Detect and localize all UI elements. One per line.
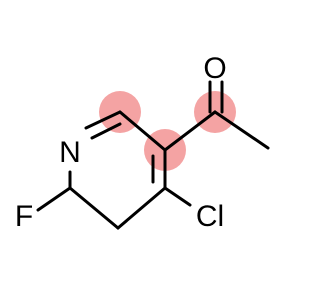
bond-c5-c4 — [116, 186, 167, 230]
atom-labels: O N F Cl — [15, 52, 227, 233]
bond-c6-c5 — [68, 186, 120, 230]
nitrogen-label: N — [59, 136, 81, 169]
bond-c4-cl — [163, 186, 192, 207]
atom-highlights — [99, 91, 236, 171]
bond-n-c2 — [84, 110, 122, 130]
bond-c6-f — [36, 186, 72, 212]
bond-carbonyl-methyl — [213, 110, 270, 150]
oxygen-label: O — [203, 52, 226, 85]
fluorine-label: F — [15, 200, 33, 233]
bond-n-c2-inner — [90, 122, 122, 140]
molecule-structure: O N F Cl — [15, 52, 270, 233]
bond-ring-carbonyl — [163, 110, 217, 152]
bond-c2-c3 — [118, 110, 167, 152]
chlorine-label: Cl — [196, 200, 224, 233]
bonds — [36, 80, 270, 230]
